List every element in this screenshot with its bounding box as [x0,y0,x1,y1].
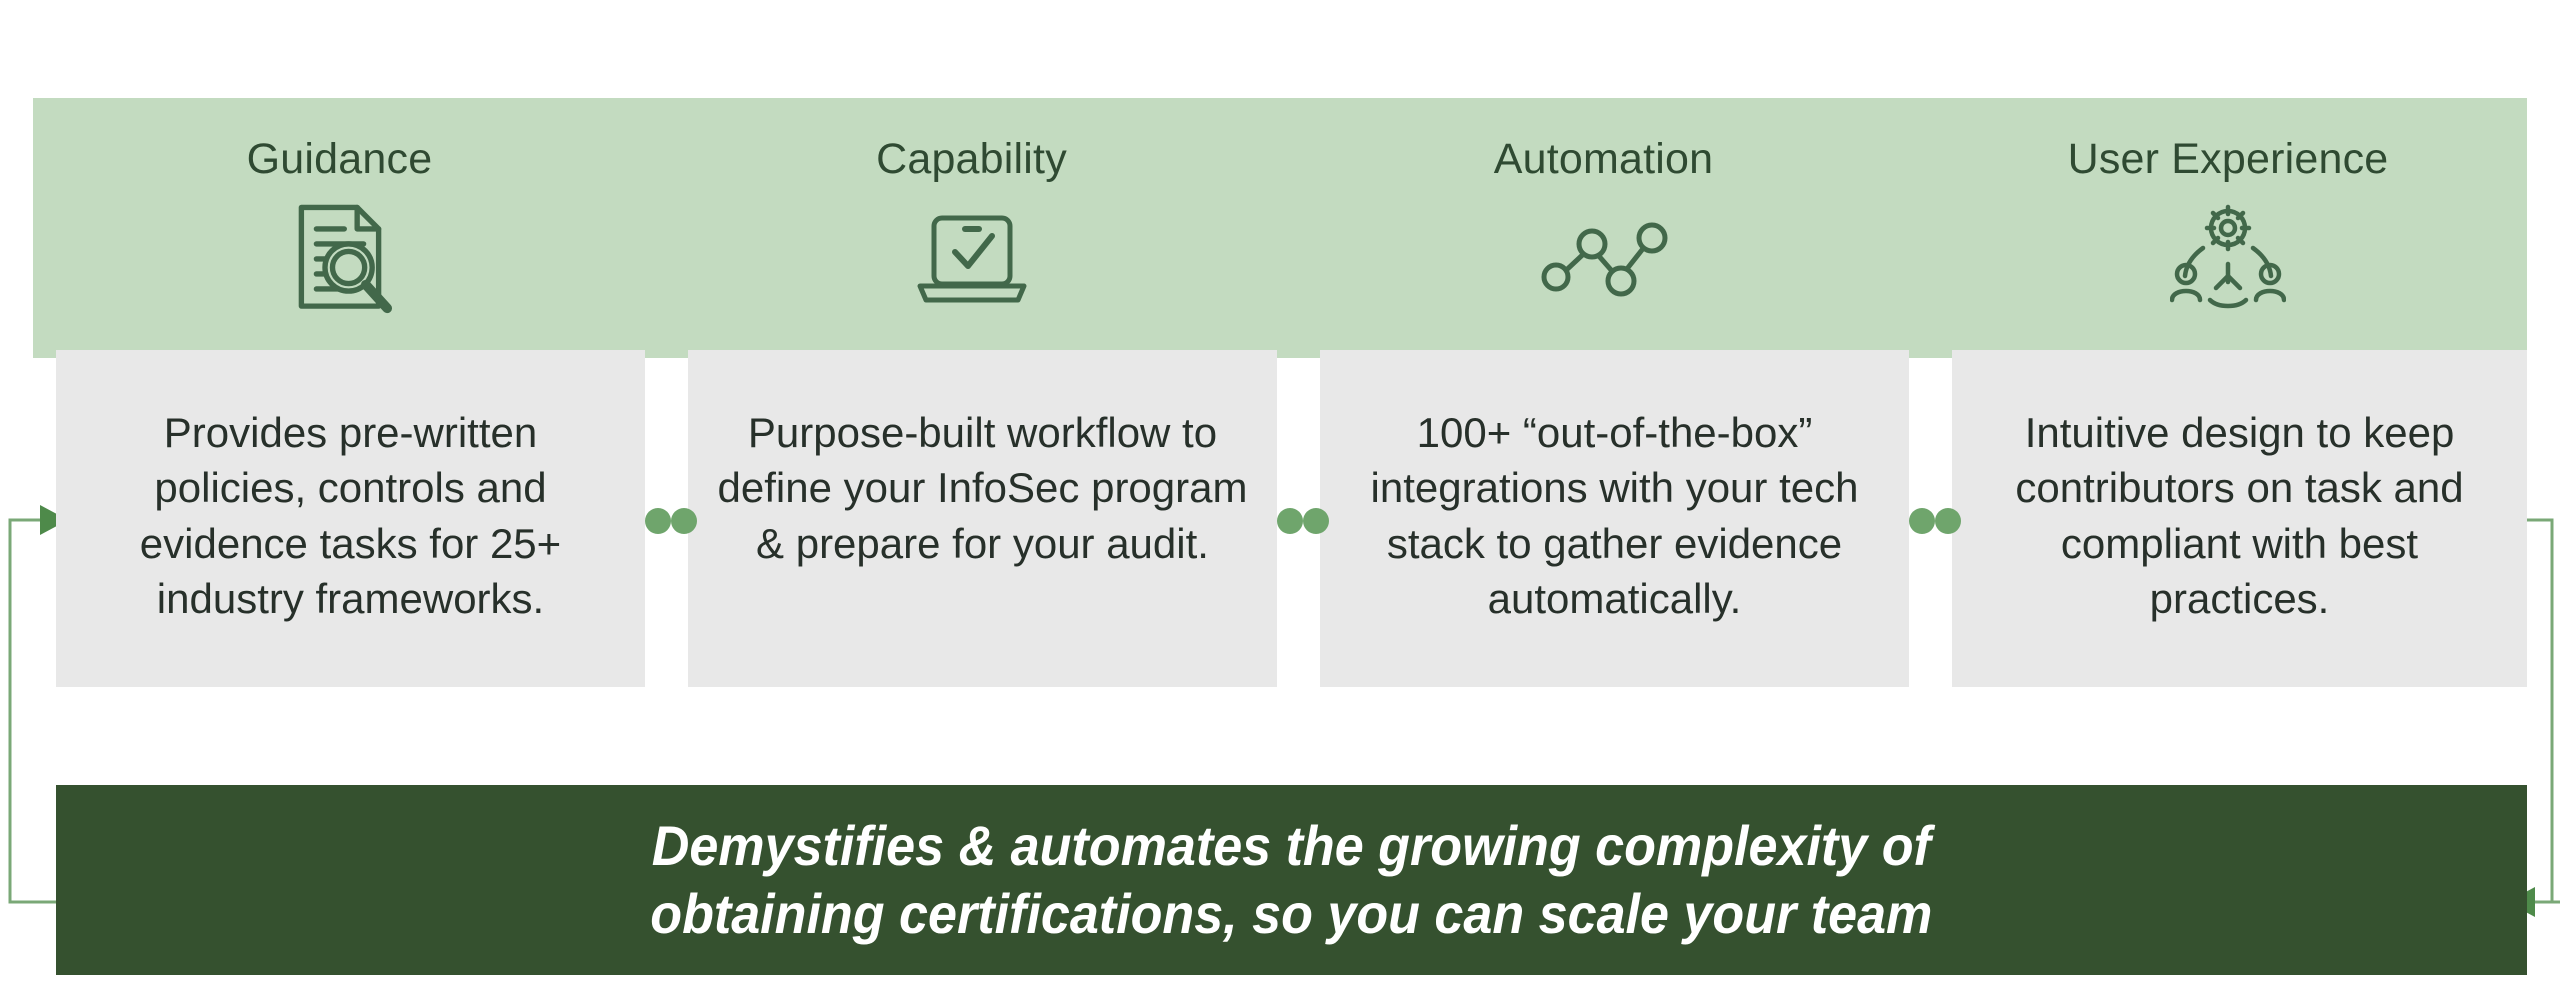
pillar-header-user-experience: User Experience [1929,98,2527,353]
node-network-icon [1538,201,1670,319]
pillar-description-user-experience: Intuitive design to keep contributors on… [2015,409,2464,623]
pillar-title-guidance: Guidance [246,135,433,183]
team-gear-icon [2162,201,2294,319]
pillar-description-automation: 100+ “out-of-the-box” integrations with … [1370,409,1859,623]
document-magnifier-icon [274,201,406,319]
pillar-header-automation: Automation [1297,98,1910,353]
connector-dot-right [1935,508,1961,534]
connector-guidance-capability [645,505,697,537]
summary-banner-line-2: obtaining certifications, so you can sca… [650,882,1933,945]
pillar-card-automation: 100+ “out-of-the-box” integrations with … [1320,350,1909,687]
summary-banner: Demystifies & automates the growing comp… [56,785,2527,975]
connector-dot-right [671,508,697,534]
pillar-header-guidance: Guidance [33,98,646,353]
pillar-title-automation: Automation [1493,135,1714,183]
connector-dot-left [1909,508,1935,534]
pillar-card-capability: Purpose-built workflow to define your In… [688,350,1277,687]
pillar-description-capability: Purpose-built workflow to define your In… [717,409,1248,567]
header-band [33,98,2527,358]
left-loop-path [8,518,56,904]
pillar-card-user-experience: Intuitive design to keep contributors on… [1952,350,2527,687]
connector-dot-right [1303,508,1329,534]
laptop-check-icon [906,201,1038,319]
right-loop-path [2527,518,2560,904]
pillar-title-capability: Capability [876,135,1067,183]
pillar-description-guidance: Provides pre-written policies, controls … [139,409,562,623]
connector-automation-user-experience [1909,505,1961,537]
connector-capability-automation [1277,505,1329,537]
summary-banner-text: Demystifies & automates the growing comp… [650,812,1932,949]
summary-banner-line-1: Demystifies & automates the growing comp… [651,813,1932,877]
connector-dot-left [645,508,671,534]
pillar-title-user-experience: User Experience [2067,135,2389,183]
connector-dot-left [1277,508,1303,534]
pillar-header-capability: Capability [665,98,1278,353]
pillar-card-guidance: Provides pre-written policies, controls … [56,350,645,687]
